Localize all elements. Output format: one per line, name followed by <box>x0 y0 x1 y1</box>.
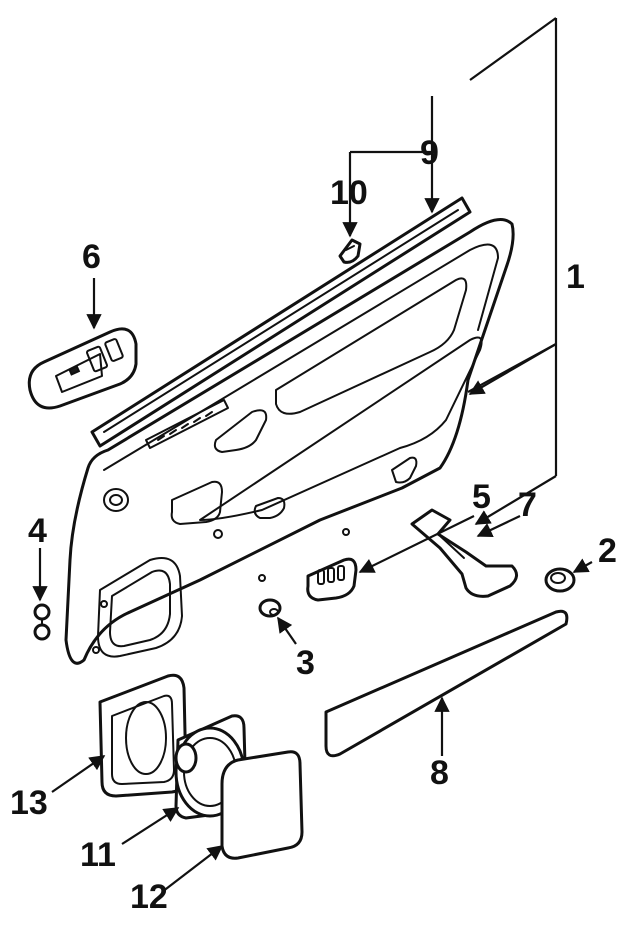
part-13-speaker-bezel <box>98 673 188 798</box>
part-11-speaker <box>174 714 248 820</box>
part-10-clip <box>338 238 362 264</box>
callout-7: 7 <box>518 486 537 524</box>
leader-lines <box>32 17 593 893</box>
part-6-switch-bezel <box>27 327 138 410</box>
part-8-lower-trim <box>324 609 569 758</box>
part-7-armrest-bracket <box>410 508 518 598</box>
callout-10: 10 <box>330 174 368 212</box>
callout-1: 1 <box>566 258 585 296</box>
callout-labels: 1 2 3 4 5 6 7 8 9 10 11 12 13 <box>10 134 617 916</box>
callout-13: 13 <box>10 784 48 822</box>
callout-3: 3 <box>296 644 315 682</box>
callout-4: 4 <box>28 512 47 550</box>
callout-2: 2 <box>598 532 617 570</box>
callout-5: 5 <box>472 478 491 516</box>
callout-12: 12 <box>130 878 168 916</box>
part-5-lock-bezel <box>306 557 358 602</box>
part-3-grommet <box>258 598 282 618</box>
callout-11: 11 <box>80 836 116 874</box>
part-4-retainer <box>33 603 51 641</box>
callout-6: 6 <box>82 238 101 276</box>
part-9-belt-molding <box>90 196 472 448</box>
callout-9: 9 <box>420 134 439 172</box>
grille-slots <box>157 411 213 441</box>
part-12-speaker-grille <box>220 750 304 860</box>
callout-8: 8 <box>430 754 449 792</box>
part-1-door-trim-panel <box>64 218 515 665</box>
part-2-push-clip <box>544 567 576 593</box>
